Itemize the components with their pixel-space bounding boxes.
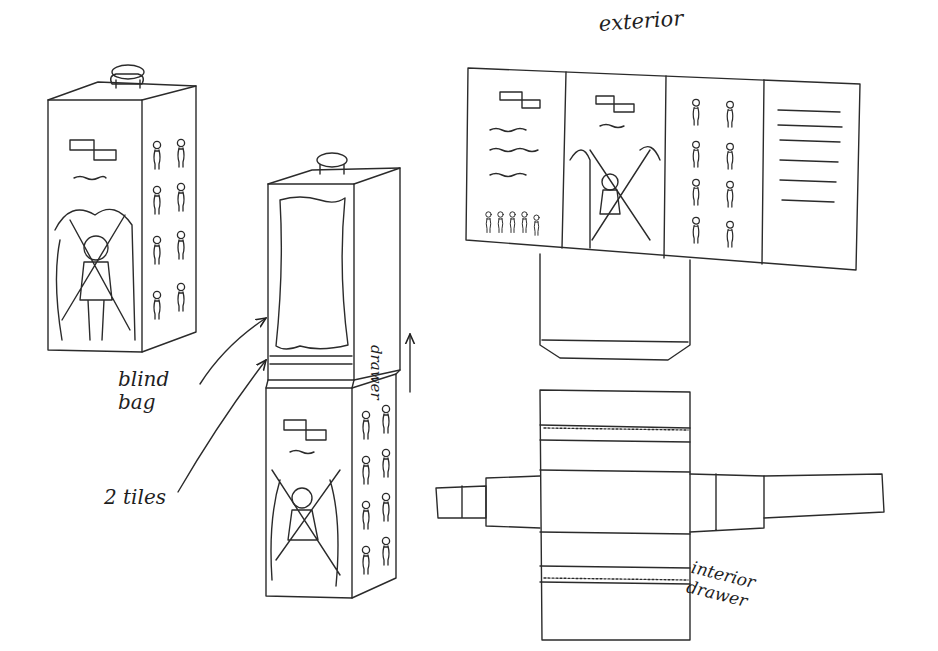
- interior-drawer-net: [436, 390, 884, 640]
- sketch-label: exterior: [598, 4, 709, 36]
- leader-line: [178, 360, 266, 492]
- open-box: [266, 153, 400, 598]
- closed-box: [48, 65, 196, 352]
- sketch-label: 2 tiles: [104, 486, 184, 509]
- sketch-label: interior drawer: [685, 558, 784, 618]
- exterior-net: [466, 68, 860, 360]
- sketch-label: blind bag: [118, 368, 188, 414]
- blind-bag: [276, 197, 348, 349]
- sketch-label: drawer: [367, 345, 384, 425]
- drawer-arrow: [409, 334, 410, 392]
